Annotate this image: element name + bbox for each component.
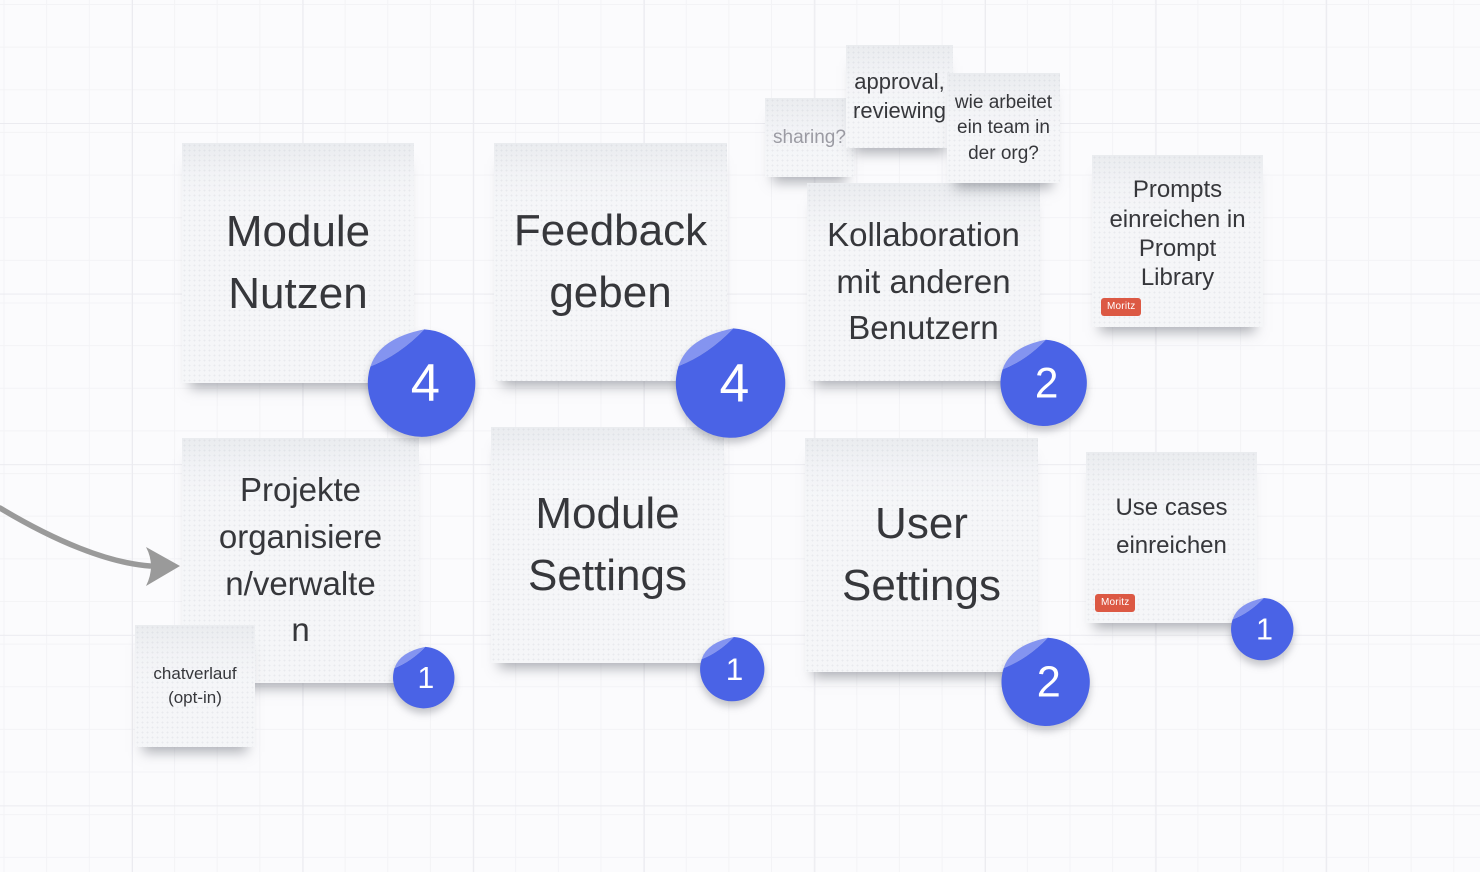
- badge-count: 1: [418, 662, 435, 695]
- vote-count-badge-module-nutzen[interactable]: 4: [366, 326, 478, 438]
- note-text: Kollaboration mit anderen Benutzern: [827, 215, 1020, 347]
- badge-count: 1: [1256, 613, 1273, 647]
- note-text: Projekte organisiere n/verwalte n: [218, 470, 383, 649]
- sticky-note-prompts-einreichen[interactable]: Prompts einreichen in Prompt Library Mor…: [1092, 155, 1263, 327]
- badge-sticker-circle: [700, 637, 765, 702]
- badge-sticker-curl: [701, 637, 734, 660]
- badge-sticker-circle: [675, 328, 786, 438]
- note-text: Module Nutzen: [225, 206, 371, 318]
- vote-count-badge-feedback[interactable]: 4: [674, 325, 788, 439]
- badge-sticker-curl: [1002, 339, 1046, 370]
- connector-arrow[interactable]: [0, 494, 200, 604]
- sticky-note-module-nutzen[interactable]: Module Nutzen: [182, 143, 414, 383]
- note-text: Use cases einreichen: [1115, 494, 1228, 559]
- badge-count: 1: [726, 651, 744, 687]
- note-text: chatverlauf (opt-in): [153, 664, 237, 707]
- sticky-note-approval-reviewing[interactable]: approval, reviewing: [846, 45, 953, 148]
- badge-sticker-circle: [393, 646, 455, 709]
- sticky-note-user-settings[interactable]: User Settings: [805, 438, 1038, 672]
- sticky-note-wie-arbeitet[interactable]: wie arbeitet ein team in der org?: [947, 73, 1060, 183]
- note-text: Module Settings: [528, 488, 687, 600]
- note-text: Feedback geben: [513, 205, 708, 317]
- badge-count: 2: [1035, 359, 1059, 406]
- badge-count: 4: [411, 354, 440, 413]
- sticky-note-feedback-geben[interactable]: Feedback geben: [494, 143, 727, 381]
- badge-sticker-curl: [1003, 637, 1048, 669]
- badge-count: 2: [1037, 659, 1061, 707]
- badge-sticker-circle: [367, 329, 476, 437]
- vote-count-badge-kollaboration[interactable]: 2: [999, 337, 1089, 427]
- badge-sticker-curl: [394, 646, 426, 669]
- badge-sticker-circle: [1001, 637, 1090, 727]
- note-text: wie arbeitet ein team in der org?: [954, 91, 1053, 164]
- connector-arrowhead: [146, 547, 180, 586]
- sticky-note-chatverlauf[interactable]: chatverlauf (opt-in): [135, 625, 255, 747]
- badge-sticker-circle: [1000, 339, 1087, 427]
- badge-count: 4: [720, 353, 750, 413]
- sticky-note-use-cases[interactable]: Use cases einreichen Moritz: [1086, 452, 1257, 623]
- vote-count-badge-projekte[interactable]: 1: [392, 645, 456, 709]
- note-text: User Settings: [842, 498, 1001, 610]
- badge-sticker-curl: [1232, 597, 1264, 620]
- connector-line: [0, 505, 153, 569]
- badge-sticker-curl: [678, 328, 734, 367]
- author-tag: Moritz: [1095, 594, 1136, 612]
- badge-sticker-circle: [1231, 597, 1294, 661]
- sticky-note-sharing[interactable]: sharing?: [765, 98, 854, 177]
- vote-count-badge-module-settings[interactable]: 1: [699, 635, 766, 702]
- note-text: sharing?: [773, 126, 846, 148]
- author-tag: Moritz: [1101, 298, 1142, 316]
- badge-sticker-curl: [370, 329, 425, 367]
- note-text: approval, reviewing: [853, 68, 946, 123]
- sticky-note-module-settings[interactable]: Module Settings: [491, 427, 724, 663]
- sticky-note-kollaboration[interactable]: Kollaboration mit anderen Benutzern: [807, 183, 1040, 381]
- vote-count-badge-use-cases[interactable]: 1: [1230, 596, 1295, 661]
- vote-count-badge-user-settings[interactable]: 2: [1000, 635, 1092, 727]
- note-text: Prompts einreichen in Prompt Library: [1109, 176, 1246, 292]
